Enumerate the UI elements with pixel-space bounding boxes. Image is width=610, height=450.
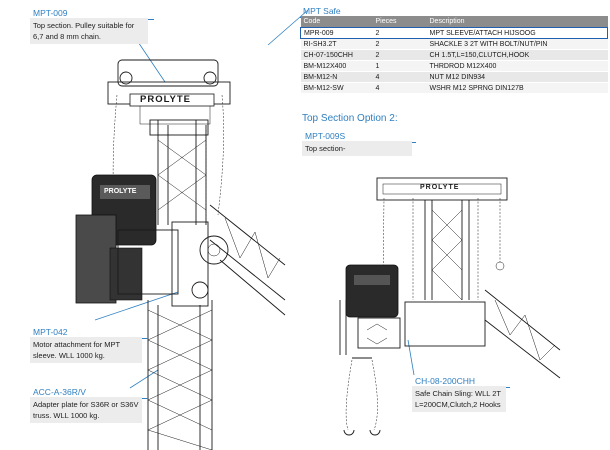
leader-mpt-safe (267, 9, 309, 46)
cell-pieces: 2 (372, 27, 427, 39)
cell-pieces: 4 (372, 82, 427, 94)
cell-description: MPT SLEEVE/ATTACH HIJSOOG (426, 27, 608, 39)
callout-mpt009s-desc: Top section- (302, 141, 412, 156)
table-row: BM-M12-N 4 NUT M12 DIN934 (300, 71, 608, 83)
callout-chain-desc: Safe Chain Sling: WLL 2T L=200CM,Clutch,… (412, 386, 506, 412)
brand-plate-right-text: PROLYTE (420, 184, 460, 191)
cell-pieces: 1 (372, 60, 427, 72)
chain-sling (343, 357, 381, 436)
chain-hoist-motor (75, 174, 229, 307)
brand-plate-left (129, 93, 215, 107)
cell-code: RI-SH3.2T (300, 38, 373, 50)
header-pieces: Pieces (372, 16, 427, 28)
cell-pieces: 2 (372, 38, 427, 50)
option2-title: Top Section Option 2: (302, 113, 398, 124)
cell-code: BM-M12-N (300, 71, 373, 83)
leader-chain (407, 339, 415, 376)
callout-mpt009-desc: Top section. Pulley suitable for 6,7 and… (30, 18, 148, 44)
header-code: Code (300, 16, 373, 28)
cell-pieces: 2 (372, 49, 427, 61)
brand-plate-left-text: PROLYTE (140, 94, 191, 105)
cell-code: MPR-009 (300, 27, 373, 39)
header-description: Description (426, 16, 608, 28)
motor-brand-text: PROLYTE (104, 188, 137, 195)
table-row: MPR-009 2 MPT SLEEVE/ATTACH HIJSOOG (300, 27, 608, 39)
option2-drawing (339, 177, 561, 379)
truss-tower (147, 120, 286, 450)
cell-code: BM-M12-SW (300, 82, 373, 94)
cell-code: CH-07-150CHH (300, 49, 373, 61)
callout-mpt042-desc: Motor attachment for MPT sleeve. WLL 100… (30, 337, 142, 363)
cell-description: CH 1.5T,L=150,CLUTCH,HOOK (426, 49, 608, 61)
cell-description: WSHR M12 SPRNG DIN127B (426, 82, 608, 94)
table-row: RI-SH3.2T 2 SHACKLE 3 2T WITH BOLT/NUT/P… (300, 38, 608, 50)
top-section (107, 59, 231, 231)
cell-description: SHACKLE 3 2T WITH BOLT/NUT/PIN (426, 38, 608, 50)
table-row: CH-07-150CHH 2 CH 1.5T,L=150,CLUTCH,HOOK (300, 49, 608, 61)
table-header-row: Code Pieces Description (300, 16, 608, 28)
leader-mpt042 (94, 291, 179, 321)
safe-parts-table: Code Pieces Description MPR-009 2 MPT SL… (300, 16, 608, 94)
cell-pieces: 4 (372, 71, 427, 83)
table-row: BM-M12X400 1 THRDROD M12X400 (300, 60, 608, 72)
cell-description: NUT M12 DIN934 (426, 71, 608, 83)
cell-code: BM-M12X400 (300, 60, 373, 72)
leader-acc (129, 369, 159, 389)
callout-acc-desc: Adapter plate for S36R or S36V truss. WL… (30, 397, 142, 423)
cell-description: THRDROD M12X400 (426, 60, 608, 72)
table-row: BM-M12-SW 4 WSHR M12 SPRNG DIN127B (300, 82, 608, 94)
